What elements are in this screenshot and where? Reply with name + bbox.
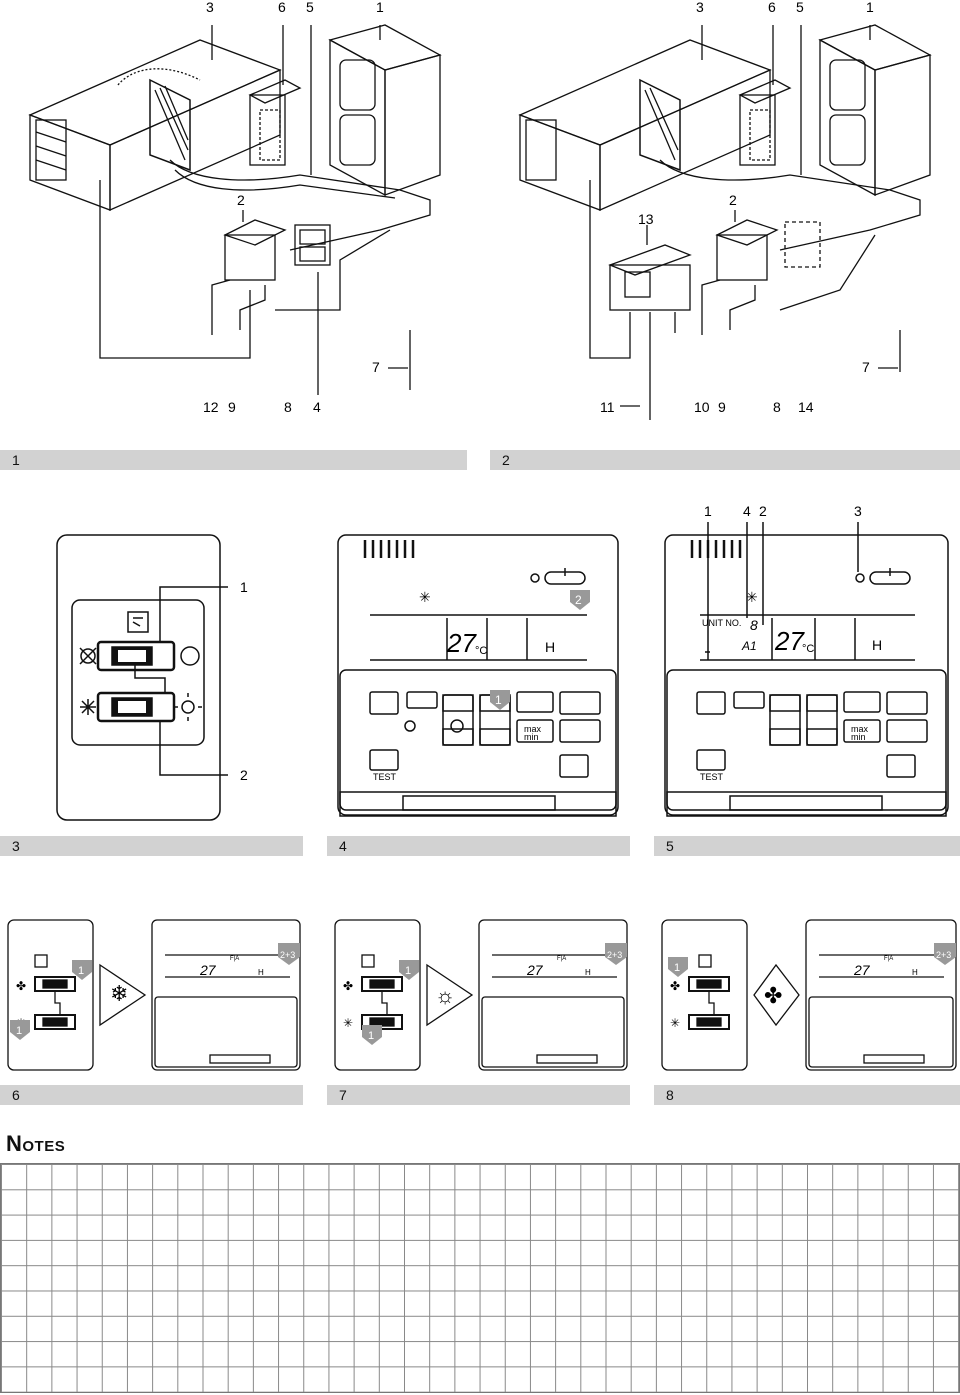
label-5: 5 [796,0,804,15]
figure-3-switch-panel: 1 2 [56,534,248,821]
caption-4: 4 [339,838,347,854]
svg-text:✤: ✤ [343,979,353,993]
label-3: 3 [696,0,704,15]
fig5-fan-speed: H [872,637,882,653]
fig7-fa: F|A [557,956,566,962]
label-11: 11 [600,399,615,415]
fig5-temp: 27 [774,626,805,656]
fig4-test: TEST [373,772,397,782]
fig6-callout-23: 2+3 [280,950,295,960]
caption-bar-8: 8 [654,1085,960,1105]
fig6-fa: F|A [230,956,239,962]
label-10: 10 [694,399,710,415]
figure-1-installation: 3 6 5 1 2 7 12 9 8 4 [28,0,442,415]
label-1: 1 [866,0,874,15]
fig5-test: TEST [700,772,724,782]
label-6: 6 [768,0,776,15]
fig8-callout-1: 1 [674,962,680,974]
caption-bar-5: 5 [654,836,960,856]
fig6-temp: 27 [199,962,217,978]
fig5-label-1: 1 [704,503,712,519]
caption-8: 8 [666,1087,674,1103]
fig4-fan-speed: H [545,639,555,655]
fig4-unit: °C [475,645,487,657]
label-7: 7 [862,359,870,375]
fig5-max: max [851,724,869,734]
fig5-label-2: 2 [759,503,767,519]
figure-6-cooling: ❄ ✤ ✳ 1 1 27 H F|A 2+3 [7,919,301,1071]
svg-text:✳: ✳ [746,589,758,605]
svg-text:❄: ❄ [110,981,128,1006]
fig8-temp: 27 [853,962,871,978]
fig4-max: max [524,724,542,734]
fig6-fan: H [258,968,264,977]
label-3: 3 [206,0,214,15]
notes-title: Notes [6,1131,66,1156]
fig5-min: min [851,732,866,742]
label-7: 7 [372,359,380,375]
fig5-code: A1 [741,639,757,653]
caption-5: 5 [666,838,674,854]
fig7-callout-1b: 1 [368,1030,374,1042]
fig8-fa: F|A [884,956,893,962]
label-14: 14 [798,399,814,415]
figure-4-remote: ✳ 27 °C H max min TEST 2 1 [337,534,619,817]
fig5-label-4: 4 [743,503,751,519]
label-9: 9 [718,399,726,415]
label-4: 4 [313,399,321,415]
caption-bar-2: 2 [490,450,960,470]
fig7-callout-1: 1 [405,965,411,977]
fig7-fan: H [585,968,591,977]
label-5: 5 [306,0,314,15]
caption-bar-6: 6 [0,1085,303,1105]
fig3-label-1: 1 [240,579,248,595]
fig8-fan: H [912,968,918,977]
caption-bar-7: 7 [327,1085,630,1105]
label-2: 2 [729,192,737,208]
svg-text:✤: ✤ [670,979,680,993]
svg-text:✳: ✳ [419,589,431,605]
caption-bar-4: 4 [327,836,630,856]
caption-3: 3 [12,838,20,854]
fig3-label-2: 2 [240,767,248,783]
label-6: 6 [278,0,286,15]
figure-5-remote: 1 4 2 3 ✳ UNIT NO. 8 A1 27 °C H max min … [664,503,949,817]
notes-grid [0,1163,960,1393]
caption-7: 7 [339,1087,347,1103]
svg-text:✳: ✳ [343,1016,353,1030]
fig4-callout-1: 1 [495,693,502,707]
figure-7-heating: ☼ ✤ ✳ 1 1 27 H F|A 2+3 [334,919,628,1071]
fig5-unit: °C [802,643,814,655]
caption-bar-1: 1 [0,450,467,470]
svg-text:✤: ✤ [764,983,782,1008]
fig6-callout-1b: 1 [16,1025,22,1037]
label-8: 8 [284,399,292,415]
caption-bar-3: 3 [0,836,303,856]
figure-8-fan: ✤ ✤ ✳ 1 27 H F|A 2+3 [661,919,957,1071]
fig5-unit-no: UNIT NO. [702,618,741,628]
fig4-callout-2: 2 [575,593,582,607]
fig6-callout-1: 1 [78,965,84,977]
fig7-callout-23: 2+3 [607,950,622,960]
caption-2: 2 [502,452,510,468]
label-8: 8 [773,399,781,415]
label-12: 12 [203,399,219,415]
fig7-temp: 27 [526,962,544,978]
svg-text:✳: ✳ [670,1016,680,1030]
svg-text:☼: ☼ [435,983,455,1008]
caption-1: 1 [12,452,20,468]
label-1: 1 [376,0,384,15]
label-2: 2 [237,192,245,208]
fig4-temp: 27 [446,628,477,658]
label-13: 13 [638,211,654,227]
fig8-callout-23: 2+3 [936,950,951,960]
label-9: 9 [228,399,236,415]
fig5-label-3: 3 [854,503,862,519]
figure-2-installation: 3 6 5 1 13 2 7 11 10 9 8 14 [518,0,932,420]
fig5-digit: 8 [750,617,758,633]
svg-text:✤: ✤ [16,979,26,993]
caption-6: 6 [12,1087,20,1103]
fig4-min: min [524,732,539,742]
